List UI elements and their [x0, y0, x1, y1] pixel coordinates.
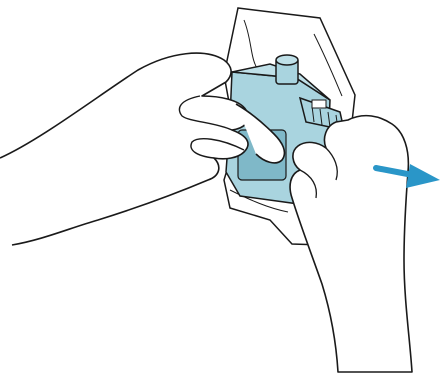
right-hand	[290, 116, 412, 372]
